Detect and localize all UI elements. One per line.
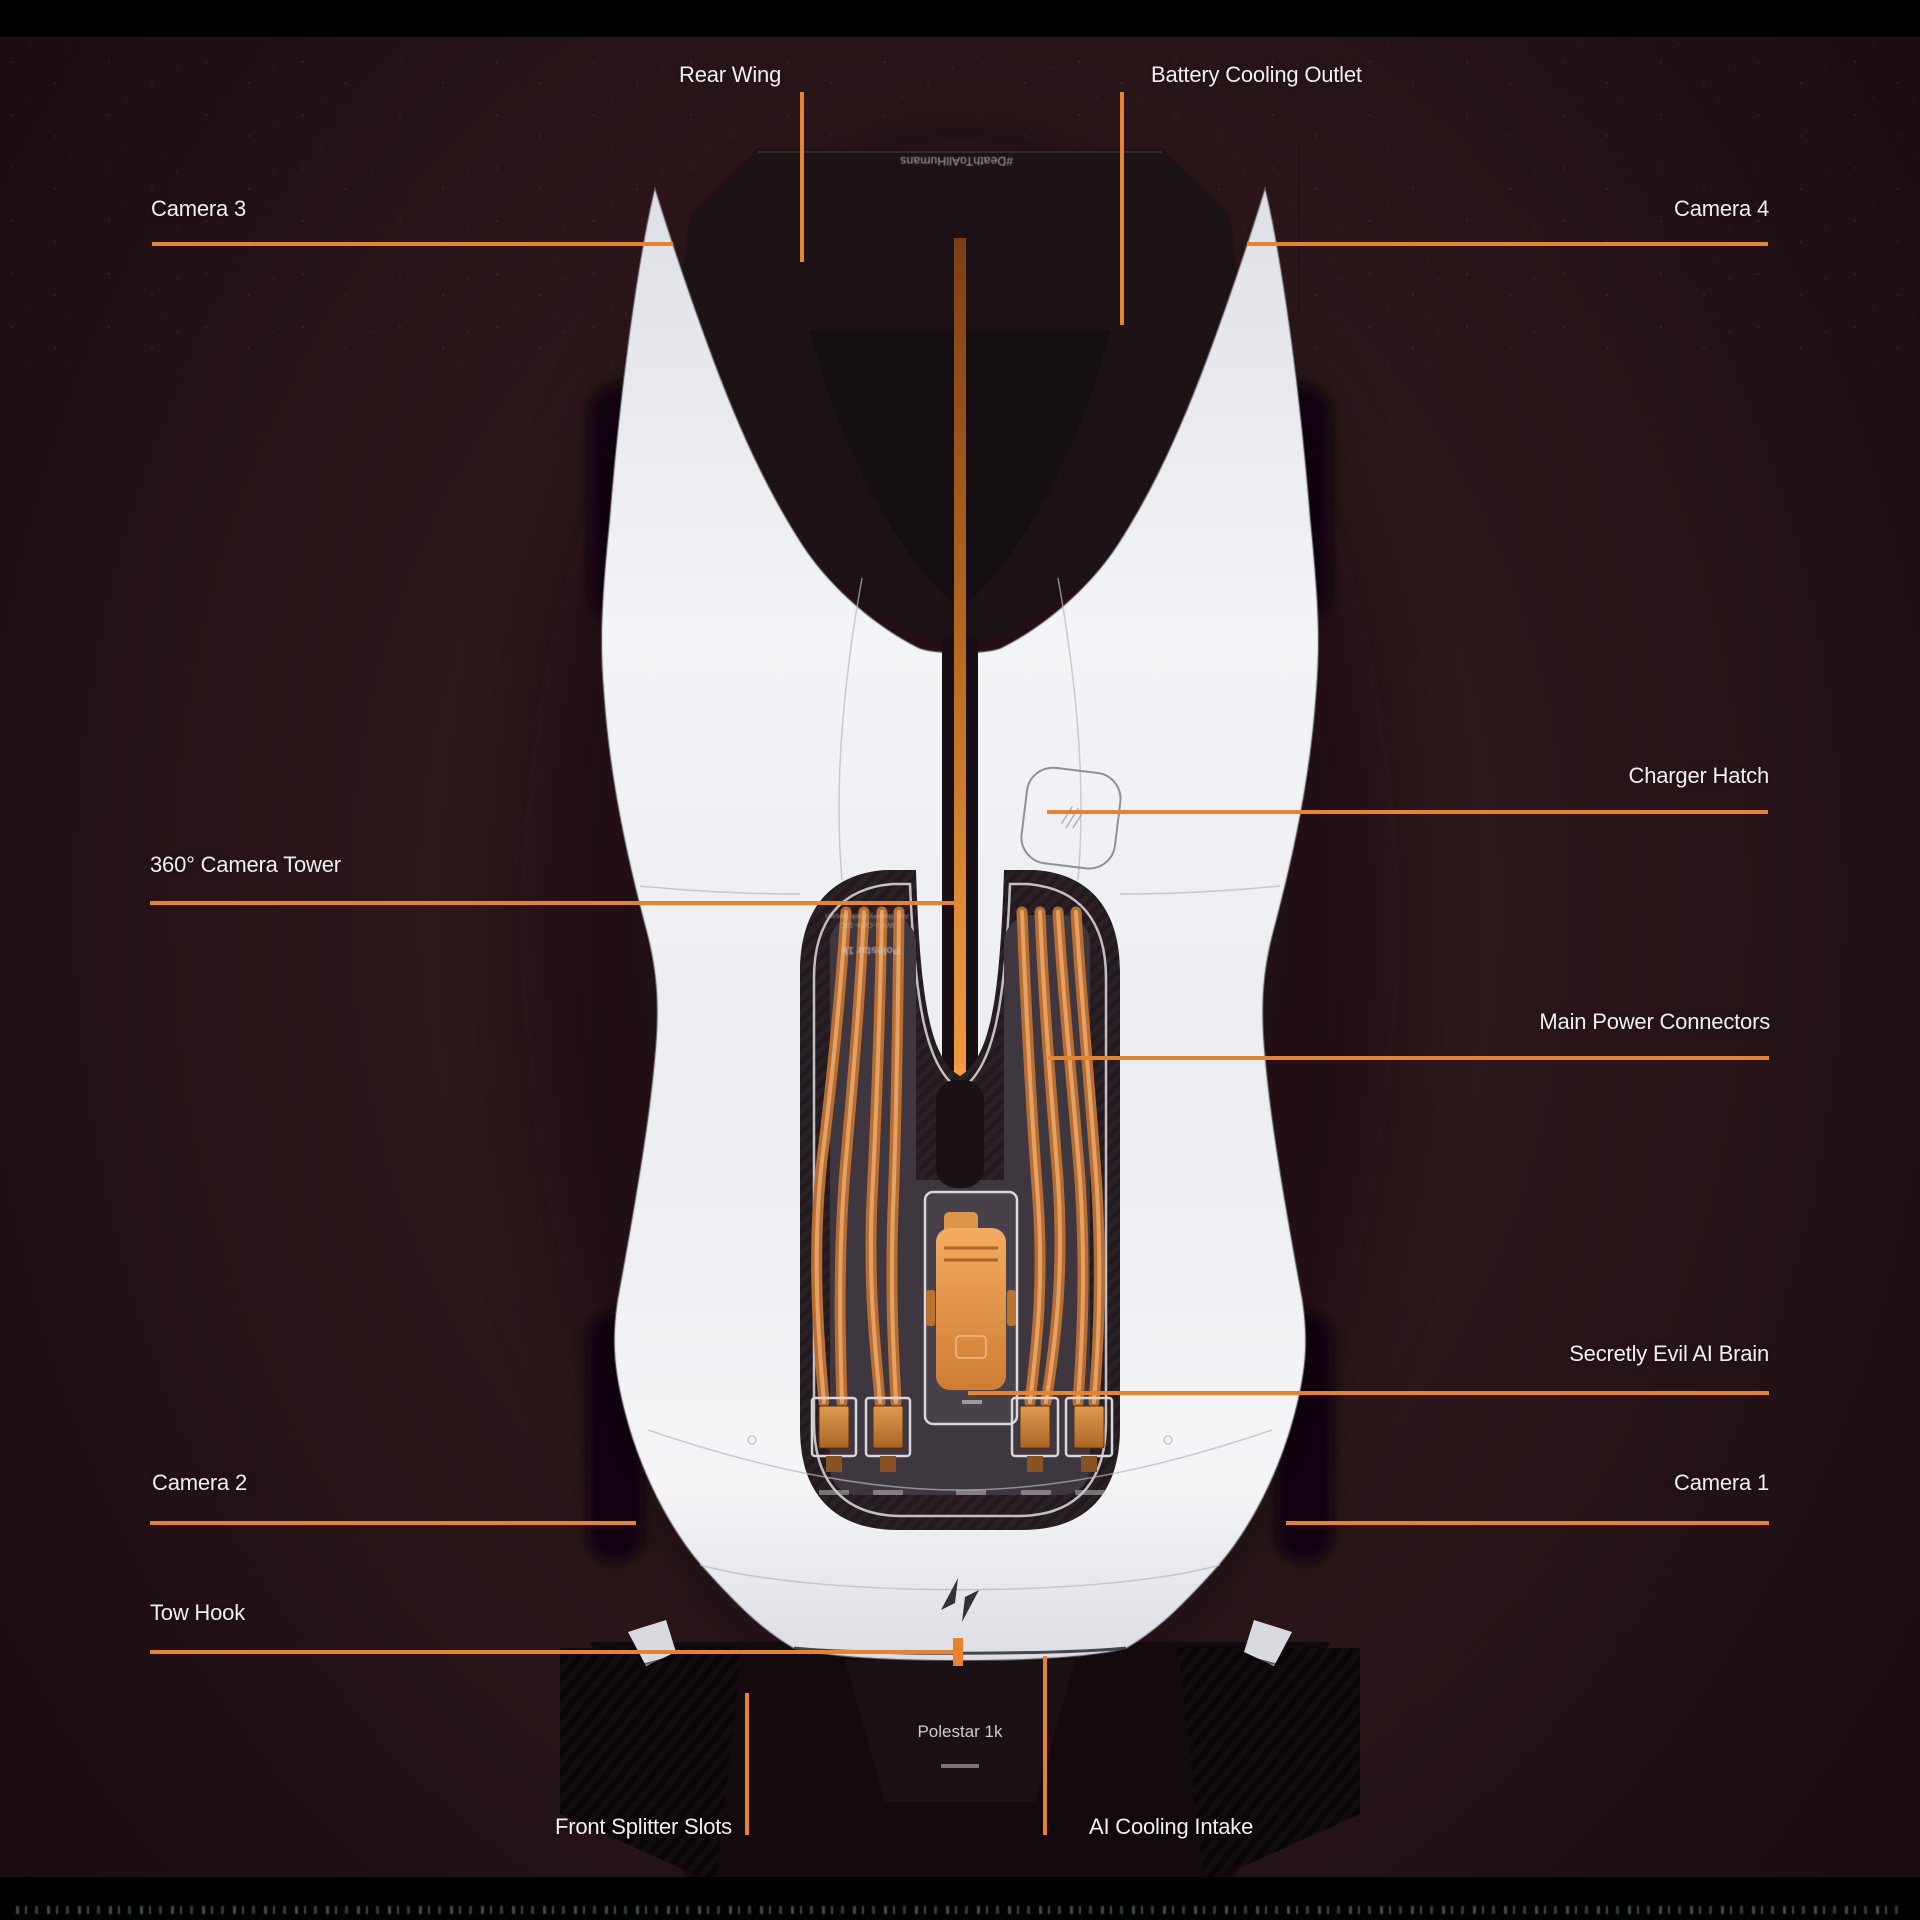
label-rear-wing: Rear Wing	[679, 62, 782, 87]
label-camera-2: Camera 2	[152, 1470, 247, 1495]
connector-micro-labels	[819, 1490, 1105, 1495]
ai-brain-module	[923, 1190, 1019, 1426]
label-charger-hatch: Charger Hatch	[1628, 763, 1770, 788]
leader-tow-hook-tick	[953, 1638, 963, 1666]
battery-pack-spec-text: W-P2-Cells-10C AVL Battery Pack Design	[824, 912, 910, 930]
splitter-wing-right	[1178, 1648, 1360, 1884]
label-ai-cooling-intake: AI Cooling Intake	[1089, 1814, 1254, 1839]
center-spine	[942, 238, 978, 1088]
label-camera-1: Camera 1	[1674, 1470, 1769, 1495]
leader-lines	[150, 92, 1769, 1835]
model-caption-dash	[941, 1764, 979, 1768]
label-360-camera-tower: 360° Camera Tower	[150, 852, 341, 877]
label-battery-cooling-outlet: Battery Cooling Outlet	[1151, 62, 1362, 87]
rear-deck-text: #DeathToAllHumans	[900, 154, 1013, 168]
bottom-letterbox-bar	[0, 1877, 1920, 1920]
backdrop-edge	[1298, 140, 1300, 315]
side-camera-fins	[628, 1620, 1292, 1669]
bottom-credits-strip	[16, 1906, 1904, 1914]
charger-hatch-outline	[1020, 766, 1122, 870]
label-secretly-evil-ai-brain: Secretly Evil AI Brain	[1569, 1341, 1769, 1366]
label-main-power-connectors: Main Power Connectors	[1539, 1009, 1770, 1034]
battery-pack-brand-text: Polestar 1k	[841, 944, 901, 956]
top-letterbox-bar	[0, 0, 1920, 37]
battery-pack-design-line: AVL Battery Pack Design	[825, 912, 909, 921]
power-cables	[811, 906, 1105, 1408]
label-tow-hook: Tow Hook	[150, 1600, 245, 1625]
label-front-splitter-slots: Front Splitter Slots	[555, 1814, 732, 1839]
battery-compartment	[800, 870, 1120, 1530]
polestar-logo	[941, 1578, 979, 1622]
main-power-connector-boxes	[810, 1396, 1114, 1495]
label-camera-3: Camera 3	[151, 196, 246, 221]
label-camera-4: Camera 4	[1674, 196, 1769, 221]
battery-pack-code-line: W-P2-Cells-10C	[839, 921, 895, 930]
panel-seams	[639, 577, 1281, 1591]
model-caption: Polestar 1k	[917, 1722, 1003, 1741]
splitter-wing-left	[560, 1648, 742, 1884]
